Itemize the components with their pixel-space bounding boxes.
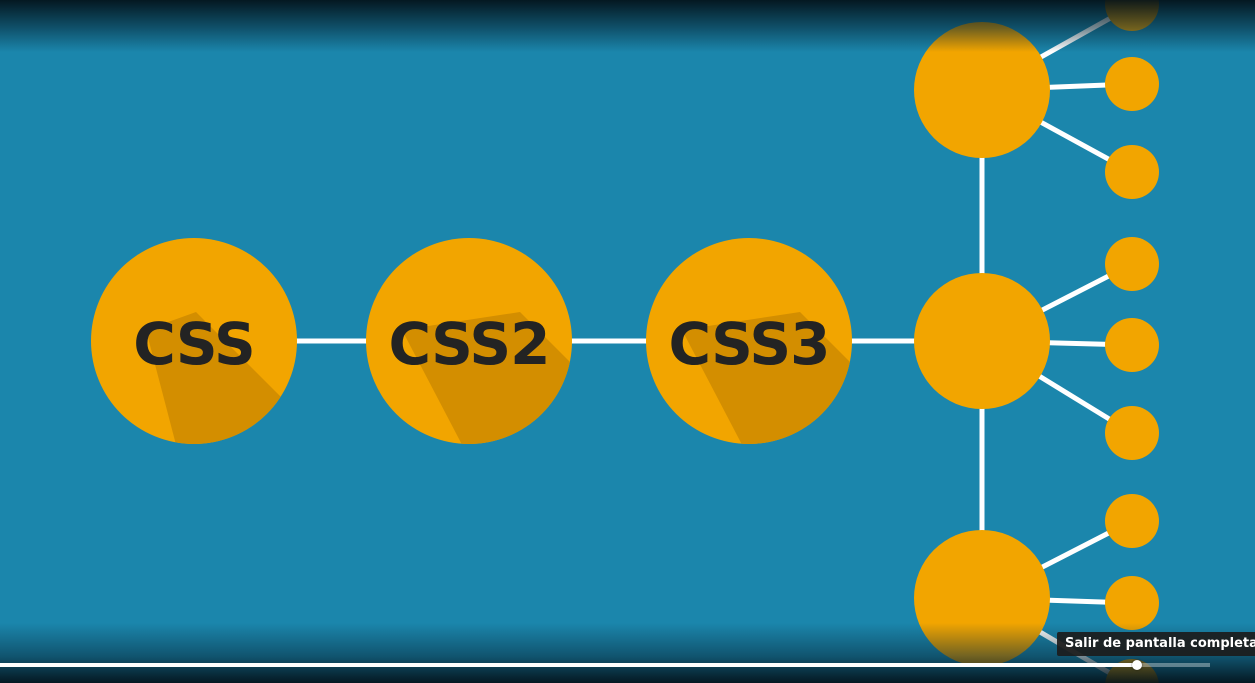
branch-node-bottom [914, 530, 1050, 666]
leaf-node-4 [1105, 237, 1159, 291]
node-css: CSS [91, 238, 297, 444]
leaf-node-7 [1105, 494, 1159, 548]
node-label-css3: CSS3 [669, 310, 830, 378]
scrubber-handle[interactable] [1132, 660, 1142, 670]
node-label-css: CSS [133, 310, 255, 378]
branch-node-top [914, 22, 1050, 158]
exit-fullscreen-tooltip: Salir de pantalla completa [1057, 632, 1255, 656]
branch-node-middle [914, 273, 1050, 409]
node-css2: CSS2 [366, 238, 572, 444]
progress-bar-played [0, 663, 1137, 667]
leaf-node-8 [1105, 576, 1159, 630]
leaf-node-3 [1105, 145, 1159, 199]
leaf-node-2 [1105, 57, 1159, 111]
leaf-node-6 [1105, 406, 1159, 460]
leaf-nodes [1105, 0, 1159, 683]
node-label-css2: CSS2 [389, 310, 550, 378]
leaf-node-5 [1105, 318, 1159, 372]
progress-bar[interactable] [0, 663, 1210, 667]
node-css3: CSS3 [646, 238, 852, 444]
